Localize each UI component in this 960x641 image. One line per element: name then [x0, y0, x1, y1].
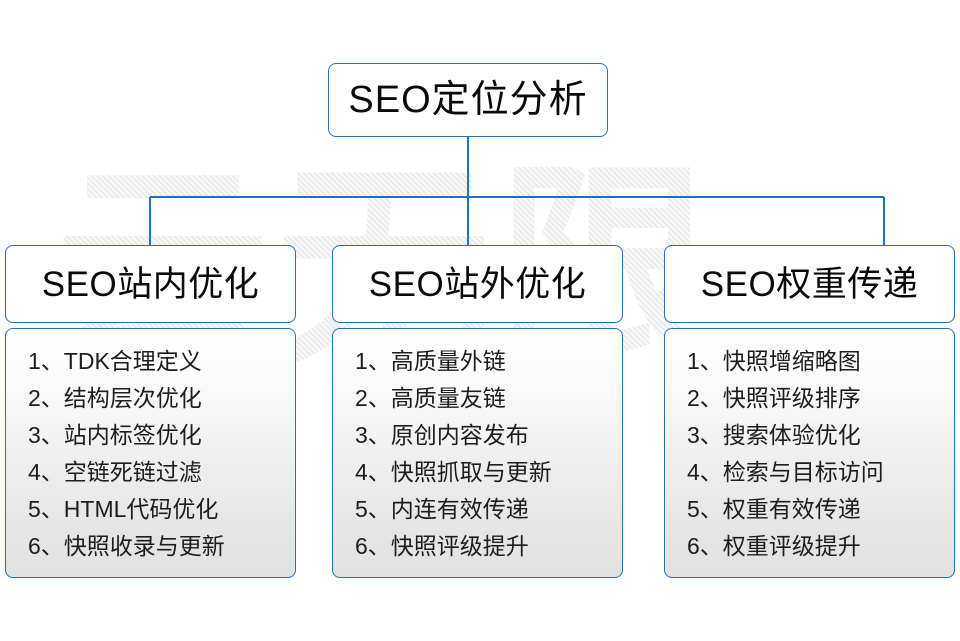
list-item-number: 4、 [355, 459, 391, 485]
list-item: 1、高质量外链 [355, 343, 622, 380]
list-item-number: 5、 [28, 496, 64, 522]
column-header-3: SEO权重传递 [664, 245, 955, 323]
list-item-number: 2、 [355, 385, 391, 411]
column-list-1: 1、TDK合理定义 2、结构层次优化 3、站内标签优化 4、空链死链过滤 5、H… [6, 343, 295, 565]
list-item-number: 6、 [687, 533, 723, 559]
column-body-2: 1、高质量外链 2、高质量友链 3、原创内容发布 4、快照抓取与更新 5、内连有… [332, 328, 623, 578]
column-header-1: SEO站内优化 [5, 245, 296, 323]
list-item-number: 6、 [355, 533, 391, 559]
list-item-number: 4、 [28, 459, 64, 485]
list-item: 6、快照评级提升 [355, 528, 622, 565]
list-item: 5、HTML代码优化 [28, 491, 295, 528]
list-item: 3、原创内容发布 [355, 417, 622, 454]
list-item: 3、搜索体验优化 [687, 417, 954, 454]
list-item: 4、快照抓取与更新 [355, 454, 622, 491]
list-item: 3、站内标签优化 [28, 417, 295, 454]
list-item-label: 检索与目标访问 [722, 459, 884, 485]
list-item-label: 高质量外链 [390, 348, 506, 374]
column-header-2: SEO站外优化 [332, 245, 623, 323]
column-header-label-2: SEO站外优化 [368, 264, 587, 304]
list-item-label: 高质量友链 [390, 385, 506, 411]
column-body-1: 1、TDK合理定义 2、结构层次优化 3、站内标签优化 4、空链死链过滤 5、H… [5, 328, 296, 578]
list-item-number: 2、 [687, 385, 723, 411]
list-item: 2、结构层次优化 [28, 380, 295, 417]
column-list-2: 1、高质量外链 2、高质量友链 3、原创内容发布 4、快照抓取与更新 5、内连有… [333, 343, 622, 565]
root-title-box: SEO定位分析 [328, 63, 608, 137]
list-item: 2、高质量友链 [355, 380, 622, 417]
list-item-label: 快照抓取与更新 [390, 459, 552, 485]
column-list-3: 1、快照增缩略图 2、快照评级排序 3、搜索体验优化 4、检索与目标访问 5、权… [665, 343, 954, 565]
list-item: 4、检索与目标访问 [687, 454, 954, 491]
list-item: 4、空链死链过滤 [28, 454, 295, 491]
list-item-number: 5、 [687, 496, 723, 522]
column-body-3: 1、快照增缩略图 2、快照评级排序 3、搜索体验优化 4、检索与目标访问 5、权… [664, 328, 955, 578]
column-header-label-1: SEO站内优化 [41, 264, 260, 304]
list-item: 5、权重有效传递 [687, 491, 954, 528]
column-seo-onsite: SEO站内优化 1、TDK合理定义 2、结构层次优化 3、站内标签优化 4、空链… [5, 245, 296, 578]
column-seo-weight: SEO权重传递 1、快照增缩略图 2、快照评级排序 3、搜索体验优化 4、检索与… [664, 245, 955, 578]
list-item-label: 快照评级排序 [722, 385, 861, 411]
column-seo-offsite: SEO站外优化 1、高质量外链 2、高质量友链 3、原创内容发布 4、快照抓取与… [332, 245, 623, 578]
list-item-label: 权重有效传递 [722, 496, 861, 522]
list-item-label: TDK合理定义 [63, 348, 202, 374]
list-item-label: 空链死链过滤 [63, 459, 202, 485]
list-item: 6、权重评级提升 [687, 528, 954, 565]
list-item: 2、快照评级排序 [687, 380, 954, 417]
list-item-label: 快照增缩略图 [722, 348, 861, 374]
list-item-label: 内连有效传递 [390, 496, 529, 522]
list-item-number: 5、 [355, 496, 391, 522]
columns-container: SEO站内优化 1、TDK合理定义 2、结构层次优化 3、站内标签优化 4、空链… [0, 245, 960, 585]
list-item-number: 2、 [28, 385, 64, 411]
list-item-label: 快照评级提升 [390, 533, 529, 559]
list-item-label: 站内标签优化 [63, 422, 202, 448]
list-item-label: 快照收录与更新 [63, 533, 225, 559]
list-item-label: HTML代码优化 [63, 496, 219, 522]
list-item-label: 结构层次优化 [63, 385, 202, 411]
list-item-number: 4、 [687, 459, 723, 485]
page-title: SEO定位分析 [348, 79, 588, 121]
column-header-label-3: SEO权重传递 [700, 264, 919, 304]
list-item-label: 原创内容发布 [390, 422, 529, 448]
list-item-number: 3、 [355, 422, 391, 448]
list-item-number: 3、 [28, 422, 64, 448]
list-item-number: 3、 [687, 422, 723, 448]
list-item-label: 搜索体验优化 [722, 422, 861, 448]
list-item-number: 6、 [28, 533, 64, 559]
list-item: 6、快照收录与更新 [28, 528, 295, 565]
list-item-number: 1、 [28, 348, 64, 374]
list-item-label: 权重评级提升 [722, 533, 861, 559]
list-item: 1、快照增缩略图 [687, 343, 954, 380]
list-item: 5、内连有效传递 [355, 491, 622, 528]
list-item-number: 1、 [687, 348, 723, 374]
list-item: 1、TDK合理定义 [28, 343, 295, 380]
list-item-number: 1、 [355, 348, 391, 374]
